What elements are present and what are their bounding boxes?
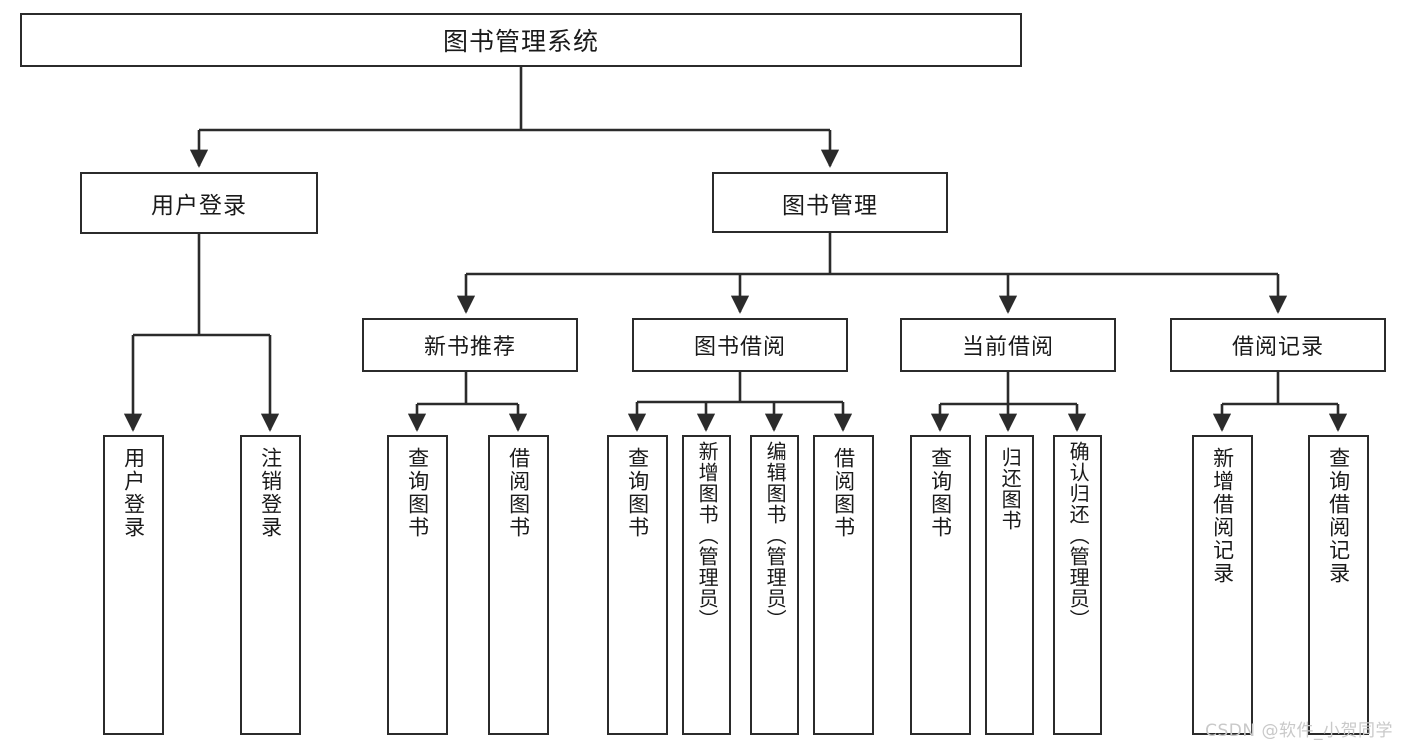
node-label: 用户登录 [151, 193, 247, 219]
node-label: 图书借阅 [693, 335, 786, 360]
leaf-query-record[interactable]: 查询借阅记录 [1308, 435, 1369, 735]
node-label: 图书管理系统 [442, 27, 599, 56]
leaf-label: 查询图书 [625, 447, 650, 539]
node-book-borrow[interactable]: 图书借阅 [632, 318, 848, 372]
leaf-label: 编辑图书（管理员） [763, 441, 788, 630]
node-root-system[interactable]: 图书管理系统 [20, 13, 1022, 67]
leaf-label: 用户登录 [121, 447, 146, 539]
node-label: 当前借阅 [961, 335, 1054, 360]
leaf-label: 查询图书 [405, 447, 430, 539]
leaf-label: 新增图书（管理员） [695, 441, 720, 630]
leaf-borrow-book-1[interactable]: 借阅图书 [488, 435, 549, 735]
leaf-query-book-2[interactable]: 查询图书 [607, 435, 668, 735]
leaf-label: 新增借阅记录 [1210, 447, 1235, 585]
leaf-label: 查询借阅记录 [1326, 447, 1351, 585]
leaf-logout[interactable]: 注销登录 [240, 435, 301, 735]
node-borrow-record[interactable]: 借阅记录 [1170, 318, 1386, 372]
leaf-label: 归还图书 [998, 447, 1023, 531]
leaf-label: 注销登录 [258, 447, 283, 539]
watermark: CSDN @软件_小贺同学 [1205, 721, 1393, 741]
node-label: 借阅记录 [1231, 335, 1324, 360]
leaf-query-book-3[interactable]: 查询图书 [910, 435, 971, 735]
node-book-management[interactable]: 图书管理 [712, 172, 948, 233]
node-current-borrow[interactable]: 当前借阅 [900, 318, 1116, 372]
leaf-user-login[interactable]: 用户登录 [103, 435, 164, 735]
leaf-edit-book[interactable]: 编辑图书（管理员） [750, 435, 799, 735]
node-label: 新书推荐 [423, 335, 516, 360]
leaf-label: 借阅图书 [831, 447, 856, 539]
leaf-return-book[interactable]: 归还图书 [985, 435, 1034, 735]
node-label: 图书管理 [782, 192, 878, 219]
node-user-login[interactable]: 用户登录 [80, 172, 318, 234]
leaf-borrow-book-2[interactable]: 借阅图书 [813, 435, 874, 735]
leaf-add-book[interactable]: 新增图书（管理员） [682, 435, 731, 735]
leaf-label: 借阅图书 [506, 447, 531, 539]
leaf-query-book-1[interactable]: 查询图书 [387, 435, 448, 735]
leaf-add-record[interactable]: 新增借阅记录 [1192, 435, 1253, 735]
leaf-label: 查询图书 [928, 447, 953, 539]
leaf-label: 确认归还（管理员） [1066, 441, 1091, 630]
node-new-book-recommend[interactable]: 新书推荐 [362, 318, 578, 372]
leaf-confirm-return[interactable]: 确认归还（管理员） [1053, 435, 1102, 735]
